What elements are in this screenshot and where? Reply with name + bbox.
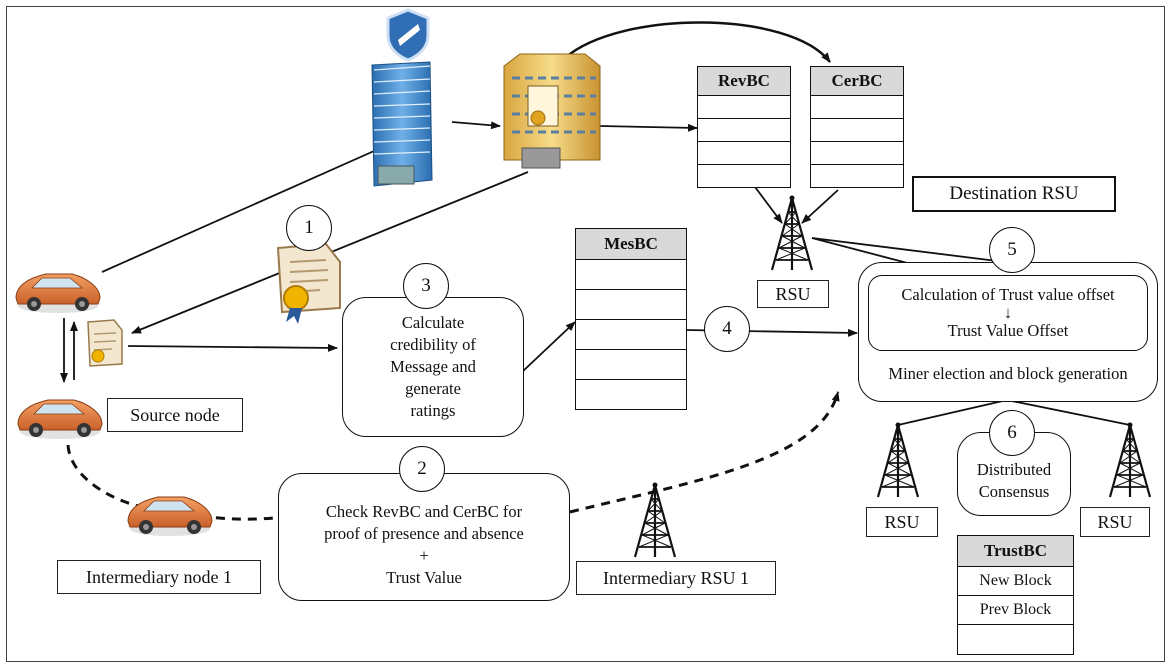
consensus-line: Distributed xyxy=(976,460,1052,479)
destination-rsu-label: Destination RSU xyxy=(912,176,1116,212)
mesbc-block xyxy=(576,260,686,290)
rsu-tower-icon xyxy=(770,194,814,272)
certificate-icon xyxy=(276,242,341,324)
cerbc-title: CerBC xyxy=(811,67,903,96)
rsu-label: RSU xyxy=(866,507,938,537)
trust-offset-box: Calculation of Trust value offset ↓ Trus… xyxy=(868,275,1148,351)
mesbc-block xyxy=(576,320,686,350)
document-icon xyxy=(87,319,123,367)
arrow-ca-to-revbc xyxy=(599,123,698,132)
rsu-label: RSU xyxy=(757,280,829,308)
dashed-check-to-miner xyxy=(569,391,840,514)
revbc-title: RevBC xyxy=(698,67,790,96)
check-line: Check RevBC and CerBC for xyxy=(325,502,523,521)
mesbc-chain: MesBC xyxy=(575,228,687,410)
line-miner-to-rsu-left xyxy=(897,399,1008,426)
trust-calc-text: Calculation of Trust value offset xyxy=(901,285,1115,304)
trustbc-new-block: New Block xyxy=(958,567,1073,596)
calculate-credibility-box: Calculate credibility of Message and gen… xyxy=(342,297,524,437)
arrow-ta-to-ca xyxy=(451,121,501,130)
cerbc-block xyxy=(811,119,903,142)
mesbc-title: MesBC xyxy=(576,229,686,260)
revbc-block xyxy=(698,96,790,119)
step-circle-2: 3 xyxy=(403,263,449,309)
calculate-line: ratings xyxy=(410,401,456,420)
arrow-revbc-to-rsu xyxy=(754,186,783,224)
step-circle-6: 6 xyxy=(989,410,1035,456)
calculate-line: generate xyxy=(405,379,461,398)
calculate-line: credibility of xyxy=(390,335,476,354)
rsu-label: RSU xyxy=(1080,507,1150,537)
cerbc-block xyxy=(811,142,903,165)
trust-offset-text: Trust Value Offset xyxy=(947,321,1069,340)
mesbc-block xyxy=(576,380,686,409)
rsu-tower-icon xyxy=(633,481,677,559)
vehicle-icon xyxy=(17,399,103,440)
vehicle-icon xyxy=(127,496,213,537)
miner-election-text: Miner election and block generation xyxy=(888,364,1128,383)
consensus-line: Consensus xyxy=(978,482,1050,501)
revbc-block xyxy=(698,119,790,142)
certificate-authority-building-icon xyxy=(503,53,601,169)
arrow-ca-to-cerbc xyxy=(564,21,831,63)
cerbc-chain: CerBC xyxy=(810,66,904,188)
arrow-calc-to-mesbc xyxy=(521,321,576,373)
shield-building-icon xyxy=(371,8,433,187)
line-rsu-to-miner-b xyxy=(811,237,1006,263)
trustbc-title: TrustBC xyxy=(958,536,1073,567)
step-circle-2: 2 xyxy=(399,446,445,492)
dashed-source-to-intermediary xyxy=(66,444,151,510)
mesbc-block xyxy=(576,290,686,320)
step-circle-1: 1 xyxy=(286,205,332,251)
mesbc-block xyxy=(576,350,686,380)
cerbc-block xyxy=(811,165,903,187)
calculate-line: Calculate xyxy=(401,313,465,332)
calculate-line: Message and xyxy=(390,357,476,376)
trustbc-chain: TrustBC New Block Prev Block xyxy=(957,535,1074,655)
revbc-block xyxy=(698,165,790,187)
miner-election-box: Calculation of Trust value offset ↓ Trus… xyxy=(858,262,1158,402)
check-line: Trust Value xyxy=(386,568,462,587)
revbc-block xyxy=(698,142,790,165)
line-rsu-to-miner-a xyxy=(811,237,916,266)
dashed-intermediary-to-check xyxy=(199,514,286,521)
arrow-source-to-ta xyxy=(101,142,393,273)
revbc-chain: RevBC xyxy=(697,66,791,188)
down-arrow-icon: ↓ xyxy=(1003,303,1013,322)
step-circle-5: 5 xyxy=(989,227,1035,273)
source-node-label: Source node xyxy=(107,398,243,432)
intermediary-node-label: Intermediary node 1 xyxy=(57,560,261,594)
rsu-tower-icon xyxy=(1108,421,1152,499)
arrow-cerbc-to-rsu xyxy=(801,189,839,224)
intermediary-rsu-label: Intermediary RSU 1 xyxy=(576,561,776,595)
arrow-doc-to-calc xyxy=(127,343,338,352)
step-circle-4: 4 xyxy=(704,306,750,352)
trustbc-empty-block xyxy=(958,625,1073,653)
check-line: + xyxy=(419,546,429,565)
check-proof-box: Check RevBC and CerBC for proof of prese… xyxy=(278,473,570,601)
rsu-tower-icon xyxy=(876,421,920,499)
check-line: proof of presence and absence xyxy=(324,524,524,543)
vehicle-icon xyxy=(15,273,101,314)
trustbc-prev-block: Prev Block xyxy=(958,596,1073,625)
cerbc-block xyxy=(811,96,903,119)
line-miner-to-rsu-right xyxy=(1006,399,1131,426)
